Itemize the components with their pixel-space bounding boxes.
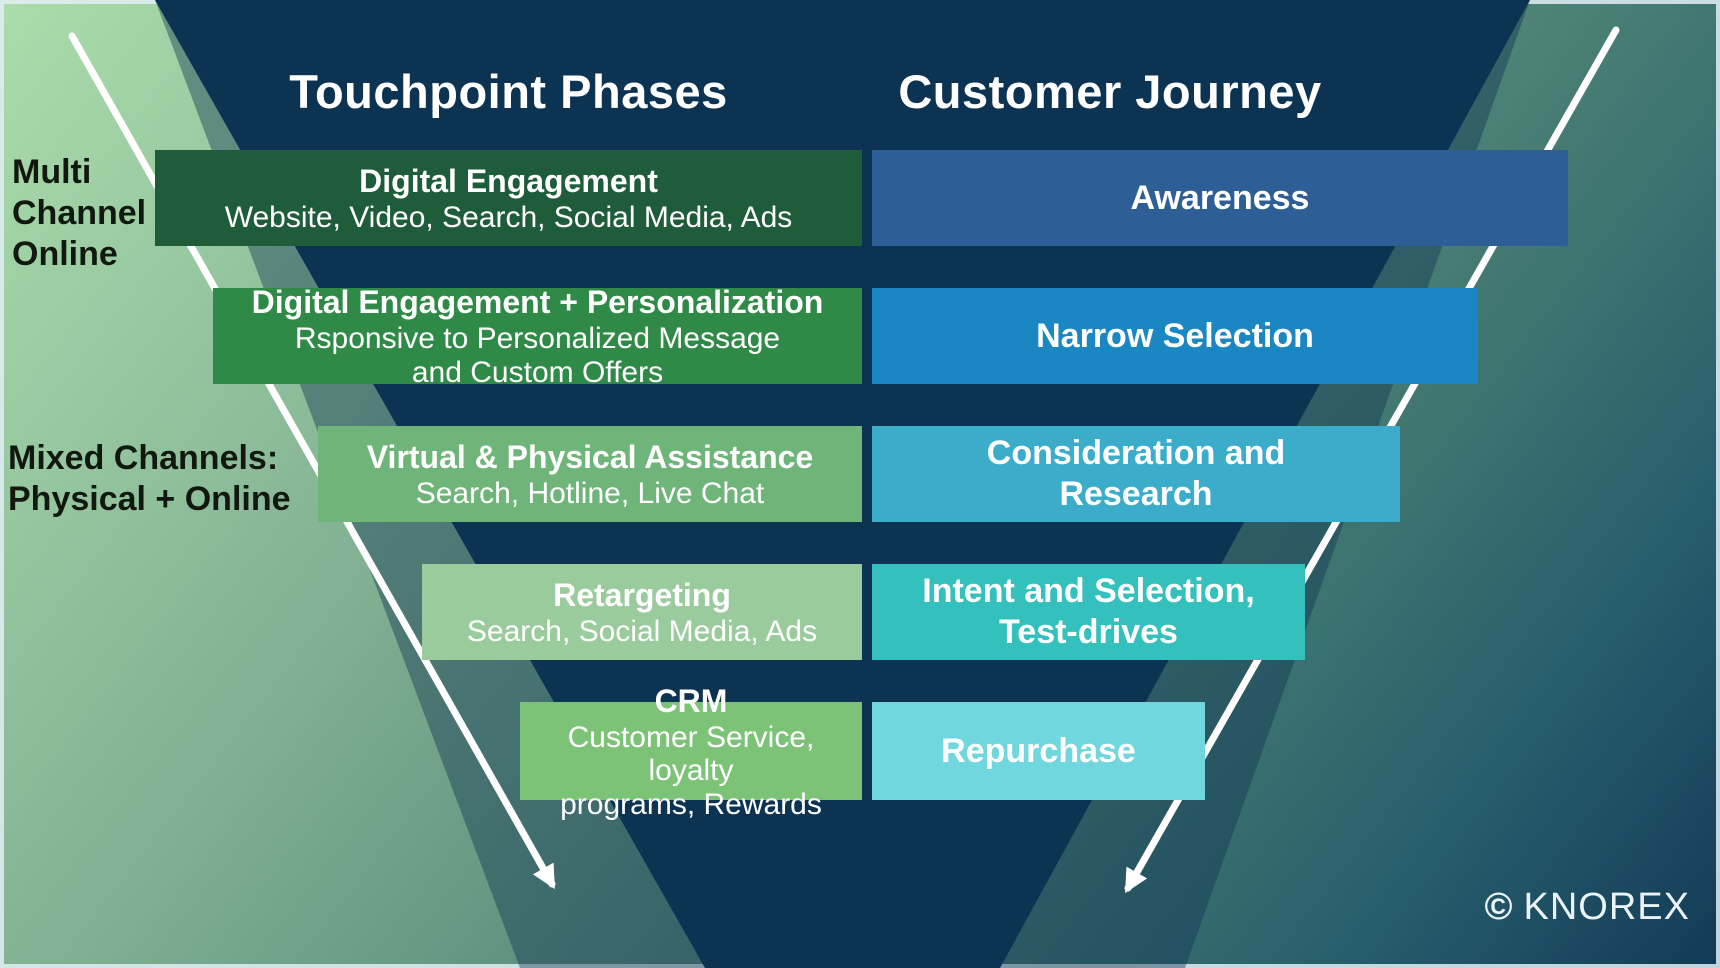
side-label-multi-channel-online: Multi Channel Online bbox=[12, 153, 147, 273]
phase-detail: Customer Service, loyalty programs, Rewa… bbox=[560, 720, 822, 821]
phase-title: Retargeting bbox=[553, 577, 731, 614]
brand-name: KNOREX bbox=[1523, 886, 1690, 928]
phase-bar-retargeting: Retargeting Search, Social Media, Ads bbox=[422, 564, 862, 660]
phase-bar-virtual-physical-assistance: Virtual & Physical Assistance Search, Ho… bbox=[318, 426, 862, 522]
journey-label: Consideration and Research bbox=[986, 434, 1286, 513]
journey-bar-consideration-research: Consideration and Research bbox=[872, 426, 1400, 522]
copyright-icon: © bbox=[1484, 886, 1514, 928]
knorex-watermark: © KNOREX bbox=[1485, 886, 1690, 929]
phase-detail: Search, Hotline, Live Chat bbox=[415, 477, 765, 511]
journey-label: Repurchase bbox=[941, 731, 1136, 770]
phase-detail: Search, Social Media, Ads bbox=[466, 615, 818, 649]
journey-bar-narrow-selection: Narrow Selection bbox=[872, 288, 1478, 384]
phase-title: CRM bbox=[654, 682, 728, 719]
left-flow-arrow bbox=[68, 32, 556, 890]
phase-bar-crm: CRM Customer Service, loyalty programs, … bbox=[520, 683, 862, 821]
phase-bar-digital-engagement: Digital Engagement Website, Video, Searc… bbox=[155, 150, 862, 246]
phase-bar-digital-engagement-personalization: Digital Engagement + Personalization Rsp… bbox=[213, 284, 862, 389]
side-label-mixed-channels: Mixed Channels: Physical + Online bbox=[8, 439, 291, 518]
journey-label: Awareness bbox=[1130, 178, 1310, 217]
journey-label: Narrow Selection bbox=[1036, 316, 1314, 355]
phase-title: Virtual & Physical Assistance bbox=[366, 439, 814, 476]
journey-bar-repurchase: Repurchase bbox=[872, 702, 1205, 800]
column-title-customer-journey: Customer Journey bbox=[898, 64, 1322, 118]
journey-bar-awareness: Awareness bbox=[872, 150, 1568, 246]
journey-label: Intent and Selection, Test-drives bbox=[922, 572, 1255, 651]
journey-bar-intent-selection: Intent and Selection, Test-drives bbox=[872, 564, 1305, 660]
phase-detail: Website, Video, Search, Social Media, Ad… bbox=[224, 201, 793, 235]
phase-detail: Rsponsive to Personalized Message and Cu… bbox=[294, 322, 781, 389]
phase-title: Digital Engagement + Personalization bbox=[251, 284, 824, 321]
column-title-touchpoint-phases: Touchpoint Phases bbox=[289, 64, 728, 118]
phase-title: Digital Engagement bbox=[359, 163, 658, 200]
